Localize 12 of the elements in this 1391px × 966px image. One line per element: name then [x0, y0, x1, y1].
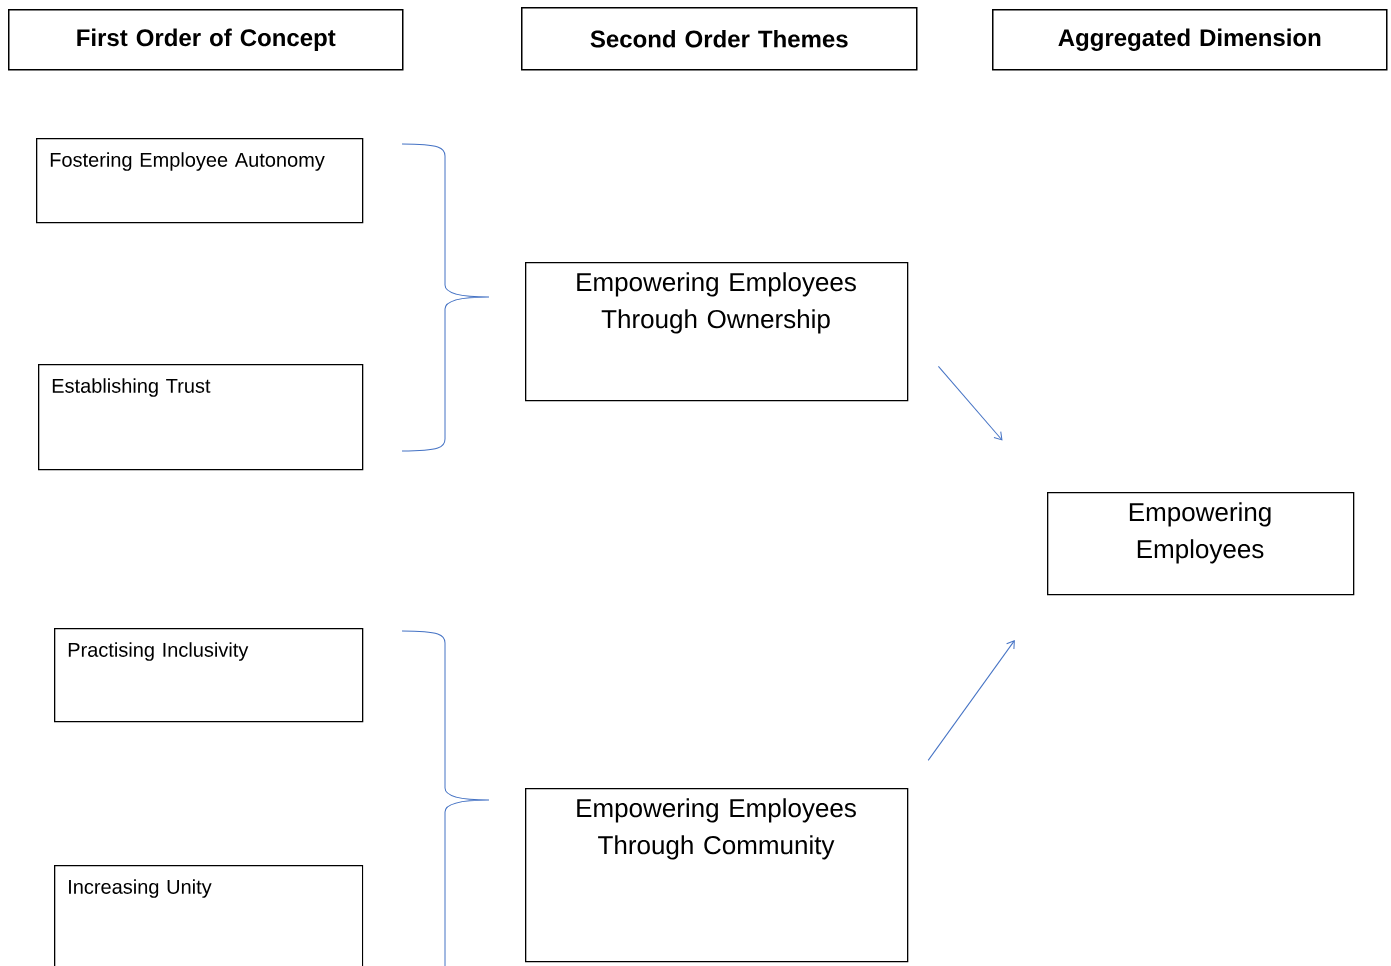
- arrow: [927, 640, 1015, 761]
- column-header: First Order of Concept: [8, 9, 404, 71]
- box: Empowering Employees: [1047, 492, 1355, 596]
- column-header: Aggregated Dimension: [992, 9, 1388, 71]
- theme-box: Empowering Employees Through Community: [525, 788, 909, 963]
- theme-box: Empowering Employees Through Ownership: [525, 262, 909, 402]
- concept-box: Increasing Unity: [54, 865, 364, 966]
- arrow: [937, 365, 1003, 441]
- concept-box: Fostering Employee Autonomy: [36, 138, 364, 224]
- concept-box: Establishing Trust: [38, 364, 364, 471]
- concept-box: Practising Inclusivity: [54, 628, 364, 723]
- column-header: Second Order Themes: [521, 7, 918, 71]
